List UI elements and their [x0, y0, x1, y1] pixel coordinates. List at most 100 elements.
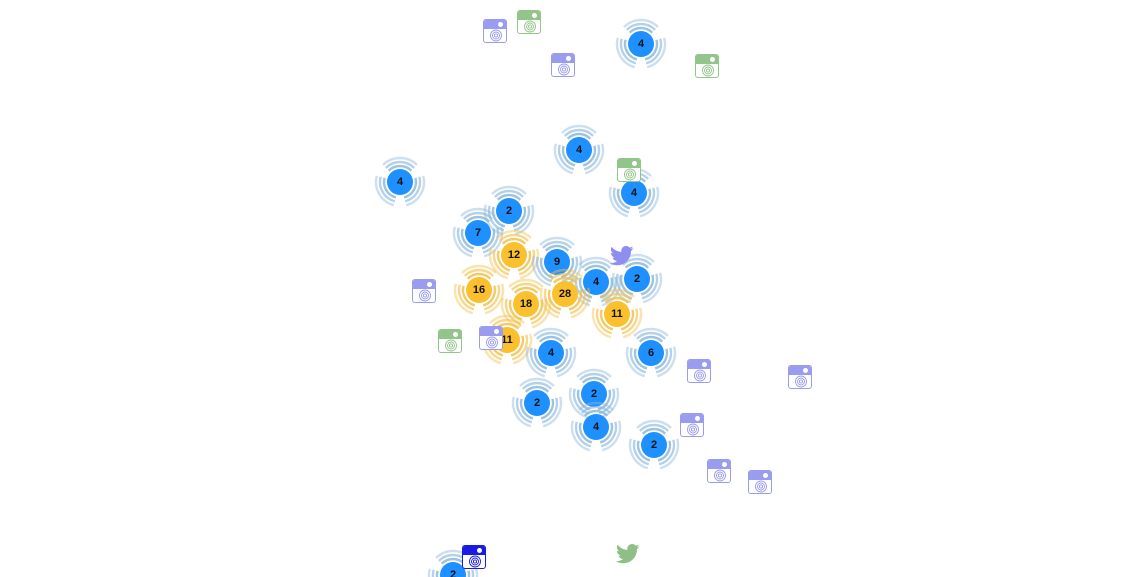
cluster-marker[interactable]: 2: [567, 367, 621, 421]
instagram-icon[interactable]: [748, 470, 772, 494]
instagram-icon[interactable]: [438, 329, 462, 353]
cluster-ring-arc: [599, 422, 614, 444]
cluster-ring-arc: [578, 401, 614, 411]
instagram-icon[interactable]: [412, 279, 436, 303]
cluster-count: 2: [581, 381, 607, 407]
instagram-header-bar: [696, 55, 718, 64]
cluster-ring-arc: [533, 348, 548, 370]
cluster-ring-arc: [626, 22, 656, 31]
cluster-marker[interactable]: 2: [627, 418, 681, 472]
cluster-ring-arc: [519, 377, 555, 387]
cluster-ring-arc: [511, 282, 541, 291]
cluster-ring-arc: [581, 405, 611, 414]
cluster-ring-arc: [581, 260, 611, 269]
cluster-marker[interactable]: 2: [610, 252, 664, 306]
cluster-marker[interactable]: 18: [499, 277, 553, 331]
cluster-marker[interactable]: 4: [614, 17, 668, 71]
cluster-ring-arc: [496, 193, 522, 201]
cluster-ring-arc: [579, 372, 609, 381]
cluster-ring-arc: [657, 440, 672, 462]
cluster-count: 4: [583, 414, 609, 440]
instagram-flash-dot: [532, 13, 537, 18]
cluster-marker[interactable]: 2: [510, 376, 564, 430]
instagram-icon[interactable]: [462, 545, 486, 569]
cluster-ring-arc: [553, 143, 574, 175]
cluster-ring-arc: [464, 268, 494, 277]
instagram-icon[interactable]: [479, 326, 503, 350]
cluster-ring-arc: [374, 175, 395, 207]
instagram-icon[interactable]: [788, 365, 812, 389]
instagram-icon[interactable]: [707, 459, 731, 483]
cluster-ring-arc: [604, 296, 630, 304]
twitter-bird-icon[interactable]: [616, 544, 640, 564]
instagram-icon[interactable]: [695, 54, 719, 78]
cluster-ring-arc: [522, 381, 552, 390]
camera-lens-icon: [694, 369, 706, 382]
cluster-ring-arc: [431, 569, 435, 577]
instagram-icon[interactable]: [680, 413, 704, 437]
cluster-ring-arc: [636, 440, 651, 462]
cluster-marker[interactable]: 12: [487, 228, 541, 282]
instagram-icon[interactable]: [483, 19, 507, 43]
cluster-ring-arc: [427, 568, 431, 577]
cluster-ring-arc: [599, 288, 635, 298]
cluster-ring-arc: [639, 423, 669, 432]
cluster-rings: [452, 207, 504, 258]
cluster-marker[interactable]: 4: [524, 326, 578, 380]
cluster-ring-arc: [568, 289, 583, 311]
cluster-ring-arc: [403, 177, 418, 199]
cluster-ring-arc: [622, 257, 652, 266]
cluster-ring-arc: [568, 387, 589, 419]
cluster-ring-arc: [385, 160, 415, 169]
cluster-rings: [539, 268, 591, 319]
cluster-ring-arc: [583, 264, 609, 272]
cluster-ring-arc: [623, 18, 659, 28]
cluster-ring-arc: [621, 308, 639, 335]
instagram-flash-dot: [702, 362, 707, 367]
cluster-marker[interactable]: 11: [590, 287, 644, 341]
cluster-marker[interactable]: 6: [624, 326, 678, 380]
instagram-header-bar: [688, 360, 710, 369]
instagram-icon[interactable]: [687, 359, 711, 383]
cluster-marker[interactable]: 4: [552, 123, 606, 177]
cluster-ring-arc: [636, 419, 672, 429]
cluster-ring-arc: [475, 568, 479, 577]
cluster-ring-arc: [378, 176, 396, 203]
cluster-count: 18: [513, 291, 539, 317]
instagram-icon[interactable]: [551, 53, 575, 77]
camera-lens-icon: [687, 423, 699, 436]
cluster-ring-arc: [513, 286, 539, 294]
cluster-ring-arc: [624, 261, 650, 269]
cluster-marker[interactable]: 9: [530, 235, 584, 289]
cluster-ring-arc: [538, 335, 564, 343]
instagram-icon[interactable]: [517, 10, 541, 34]
cluster-ring-arc: [642, 272, 663, 304]
camera-lens-icon: [714, 469, 726, 482]
cluster-ring-arc: [452, 226, 473, 258]
cluster-ring-arc: [482, 285, 497, 307]
cluster-ring-arc: [655, 347, 673, 374]
cluster-ring-arc: [535, 256, 553, 283]
cluster-ring-arc: [599, 309, 614, 331]
cluster-ring-arc: [641, 427, 667, 435]
cluster-ring-arc: [404, 176, 422, 203]
twitter-bird-icon[interactable]: [610, 246, 634, 266]
cluster-marker[interactable]: 16: [452, 263, 506, 317]
cluster-ring-arc: [639, 186, 660, 218]
cluster-ring-arc: [608, 186, 629, 218]
cluster-ring-arc: [602, 292, 632, 301]
instagram-flash-dot: [632, 161, 637, 166]
cluster-ring-arc: [508, 278, 544, 288]
cluster-ring-arc: [382, 177, 397, 199]
instagram-icon[interactable]: [617, 158, 641, 182]
cluster-marker[interactable]: 4: [373, 155, 427, 209]
cluster-ring-arc: [488, 248, 509, 280]
cluster-ring-arc: [456, 227, 474, 254]
cluster-marker[interactable]: 4: [569, 400, 623, 454]
cluster-ring-arc: [578, 277, 593, 299]
instagram-flash-dot: [710, 57, 715, 62]
cluster-marker[interactable]: 7: [451, 206, 505, 260]
cluster-marker[interactable]: 28: [538, 267, 592, 321]
cluster-ring-arc: [583, 144, 601, 171]
